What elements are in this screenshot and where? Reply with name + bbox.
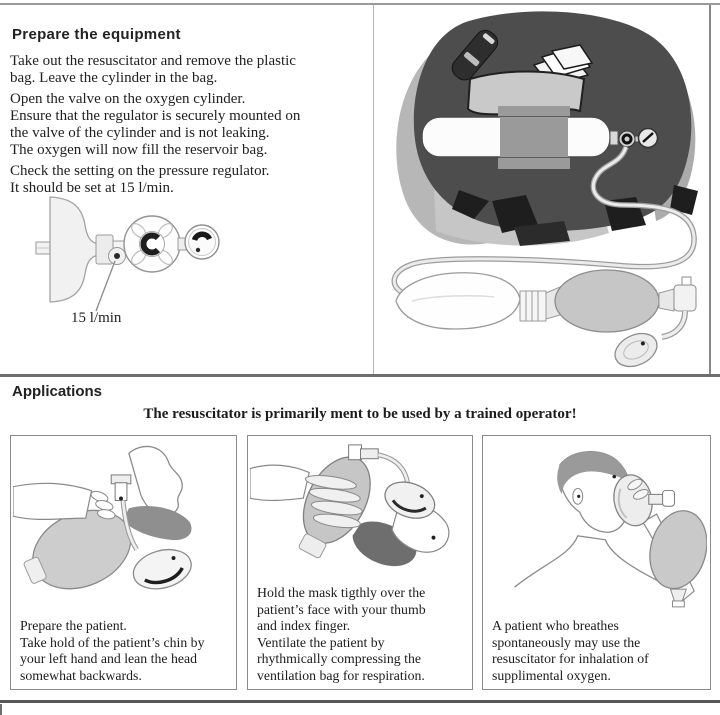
applications-heading: Applications (12, 383, 103, 400)
prepare-section: Prepare the equipment Take out the resus… (10, 26, 368, 201)
page-corner-tick (0, 704, 2, 715)
panel-caption: Prepare the patient. Take hold of the pa… (20, 618, 205, 683)
oxygen-inhalation-illustration (485, 438, 708, 608)
panel-caption: A patient who breathes spontaneously may… (492, 618, 649, 683)
section-divider (0, 374, 720, 377)
application-panel-spontaneous-breathing: A patient who breathes spontaneously may… (482, 435, 711, 690)
bottle-in-bag (451, 29, 499, 81)
equipment-bag-illustration (373, 5, 711, 375)
prepare-paragraph-2: Open the valve on the oxygen cylinder. E… (10, 91, 301, 158)
operator-warning: The resuscitator is primarily ment to be… (143, 406, 577, 422)
ventilate-patient-illustration (250, 438, 470, 583)
prepare-heading: Prepare the equipment (12, 26, 181, 43)
application-panel-prepare-patient: Prepare the patient. Take hold of the pa… (10, 435, 237, 690)
pressure-regulator-illustration (30, 193, 235, 318)
bottom-divider (0, 700, 720, 703)
prepare-paragraph-1: Take out the resuscitator and remove the… (10, 53, 296, 86)
panel-caption: Hold the mask tigthly over the patient’s… (257, 585, 426, 683)
application-panel-ventilate: Hold the mask tigthly over the patient’s… (247, 435, 473, 690)
prepare-patient-illustration (13, 438, 234, 613)
prepare-paragraph-3: Check the setting on the pressure regula… (10, 163, 270, 196)
top-divider (0, 3, 720, 5)
flow-rate-label: 15 l/min (71, 310, 122, 326)
